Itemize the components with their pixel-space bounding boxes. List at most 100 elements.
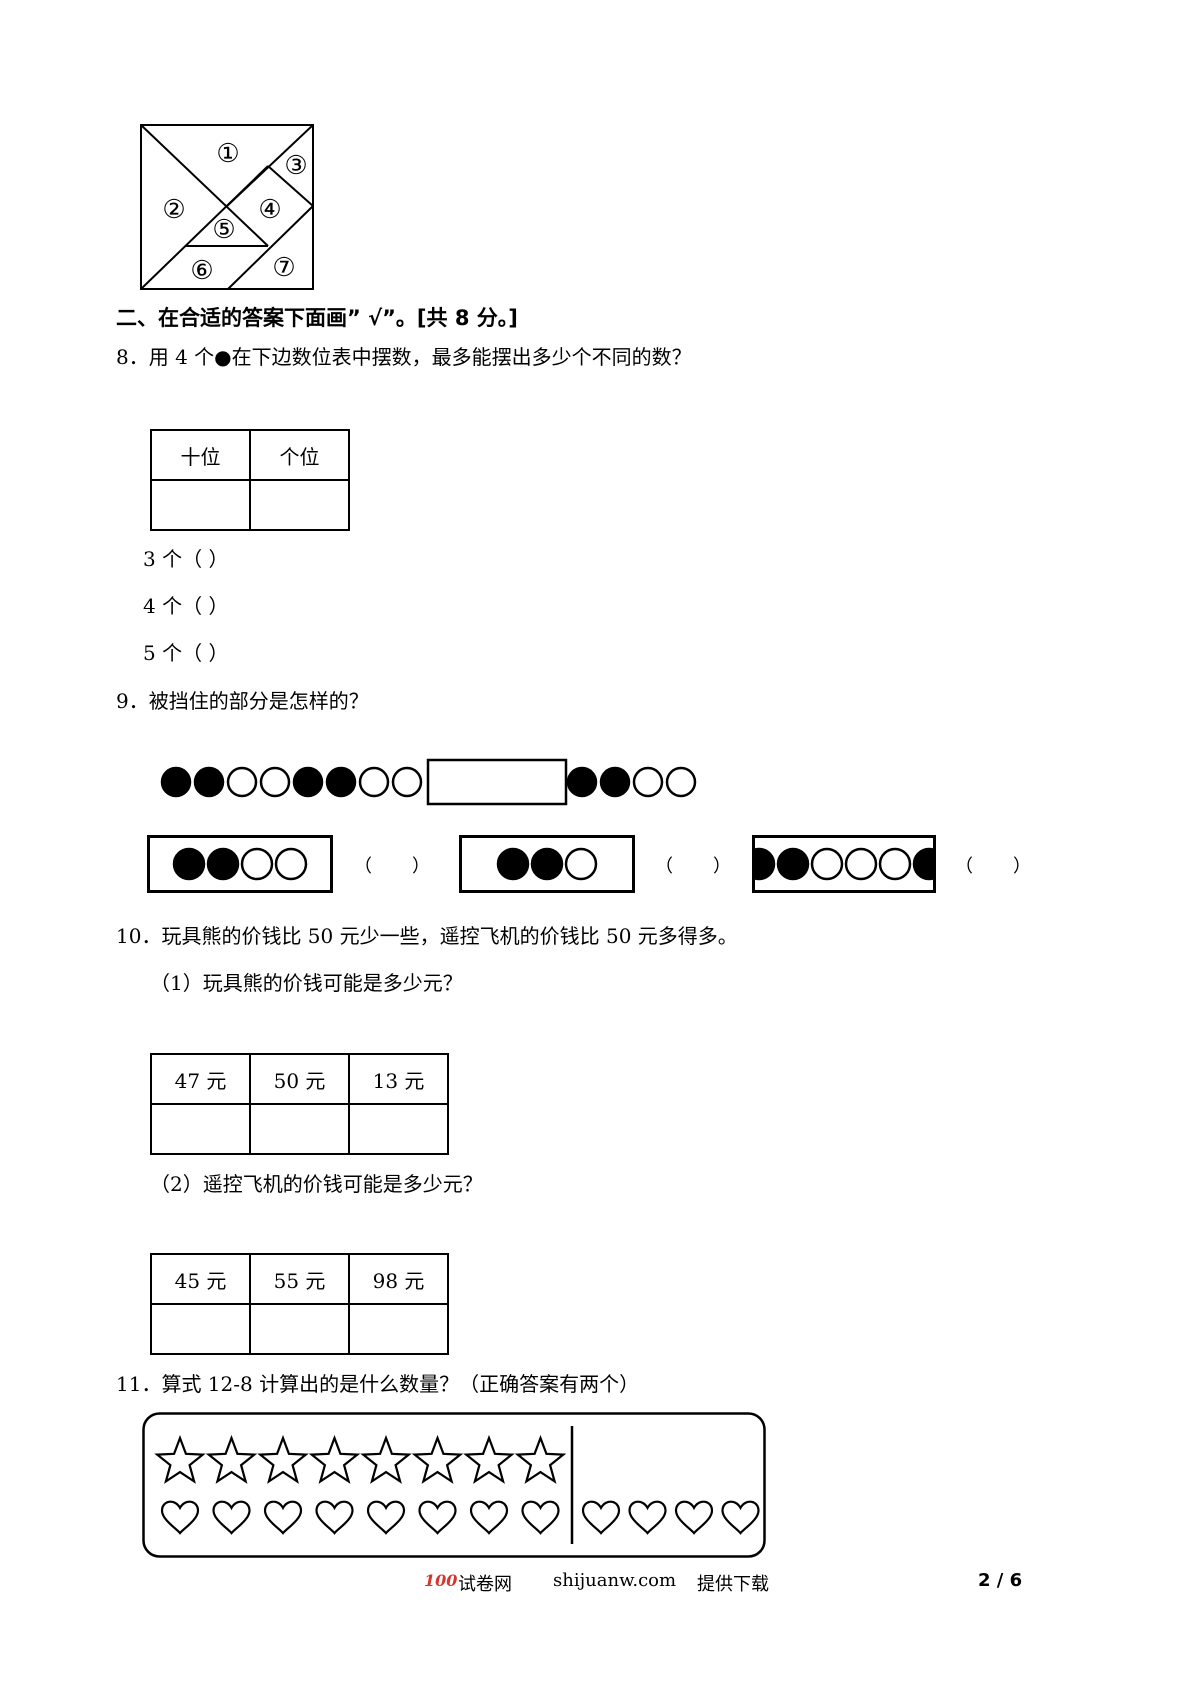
plane-price-1: 45 元	[150, 1253, 251, 1305]
heart-icon	[418, 1500, 457, 1535]
bead-filled	[160, 766, 192, 798]
plane-answer-3[interactable]	[348, 1303, 449, 1355]
bear-price-1: 47 元	[150, 1053, 251, 1105]
plane-price-table: 45 元 55 元 98 元	[150, 1253, 449, 1355]
question-10-sub2: （2）遥控飞机的价钱可能是多少元？	[150, 1172, 483, 1196]
heart-icon	[521, 1500, 560, 1535]
star-icon	[514, 1434, 567, 1484]
q8-option-4[interactable]: 4 个（ ）	[143, 594, 229, 618]
heart-icon	[315, 1500, 354, 1535]
plane-price-3: 98 元	[348, 1253, 449, 1305]
choice-box-3[interactable]	[742, 835, 946, 893]
bear-answer-1[interactable]	[150, 1103, 251, 1155]
question-8-text: 8．用 4 个●在下边数位表中摆数，最多能摆出多少个不同的数？	[116, 345, 692, 369]
q8-option-3[interactable]: 3 个（ ）	[143, 547, 229, 571]
footer-provide: 提供下载	[697, 1574, 769, 1595]
star-icon	[411, 1434, 464, 1484]
bead-filled	[566, 766, 598, 798]
footer-logo: 100	[424, 1571, 458, 1590]
place-header-ones: 个位	[249, 429, 350, 481]
page-number: 2 / 6	[978, 1570, 1023, 1591]
bead-empty	[226, 766, 258, 798]
bead-row	[160, 758, 720, 808]
place-header-tens: 十位	[150, 429, 251, 481]
choice-bead-empty	[240, 847, 274, 881]
tangram-figure: ① ② ③ ④ ⑤ ⑥ ⑦	[140, 124, 314, 290]
plane-answer-2[interactable]	[249, 1303, 350, 1355]
plane-price-2: 55 元	[249, 1253, 350, 1305]
section-title: 二、在合适的答案下面画” √”。[共 8 分。]	[116, 306, 518, 330]
tangram-label-1: ①	[216, 139, 239, 169]
choice-bead-filled	[530, 847, 564, 881]
question-10-text: 10．玩具熊的价钱比 50 元少一些，遥控飞机的价钱比 50 元多得多。	[116, 924, 738, 948]
heart-icon	[721, 1500, 760, 1535]
star-icon	[463, 1434, 515, 1484]
plane-answer-1[interactable]	[150, 1303, 251, 1355]
tangram-svg: ① ② ③ ④ ⑤ ⑥ ⑦	[140, 124, 314, 290]
place-cell-tens[interactable]	[150, 479, 251, 531]
choice-box-2[interactable]	[459, 835, 635, 893]
footer-site-name: 试卷网	[458, 1574, 512, 1595]
choice-3-beads	[742, 847, 946, 881]
star-icon	[205, 1434, 258, 1484]
star-heart-frame	[142, 1412, 766, 1558]
question-10-sub1: （1）玩具熊的价钱可能是多少元？	[150, 971, 463, 995]
choice-bead-filled	[912, 847, 946, 881]
choice-bead-empty	[274, 847, 308, 881]
choice-box-1[interactable]	[147, 835, 333, 893]
question-11-text: 11．算式 12-8 计算出的是什么数量？（正确答案有两个）	[116, 1372, 640, 1396]
heart-icon	[628, 1500, 667, 1535]
tangram-label-7: ⑦	[272, 253, 295, 283]
heart-icon	[366, 1500, 406, 1535]
bear-price-3: 13 元	[348, 1053, 449, 1105]
hidden-section-box	[426, 758, 568, 806]
bead-empty	[665, 766, 697, 798]
bead-filled	[599, 766, 631, 798]
bear-price-2: 50 元	[249, 1053, 350, 1105]
tangram-line-c	[140, 165, 269, 290]
choice-bead-filled	[172, 847, 206, 881]
choice-3-paren[interactable]: （ ）	[955, 856, 1032, 877]
bead-empty	[259, 766, 291, 798]
heart-icon	[263, 1500, 303, 1535]
choice-2-paren[interactable]: （ ）	[655, 856, 732, 877]
bead-empty	[391, 766, 423, 798]
bear-answer-3[interactable]	[348, 1103, 449, 1155]
bead-empty	[632, 766, 664, 798]
tangram-line-e	[227, 205, 314, 290]
choice-bead-empty	[844, 847, 878, 881]
tangram-line-b	[267, 165, 314, 207]
choice-bead-filled	[776, 847, 810, 881]
choice-1-beads	[172, 847, 308, 881]
star-heart-box	[142, 1412, 766, 1558]
star-icon	[154, 1434, 206, 1484]
heart-icon	[469, 1500, 509, 1535]
bead-empty	[358, 766, 390, 798]
bead-row-svg	[160, 758, 697, 806]
place-value-table: 十位 个位	[150, 429, 350, 531]
heart-icon	[212, 1500, 251, 1535]
question-9-text: 9．被挡住的部分是怎样的？	[116, 689, 369, 713]
bead-filled	[325, 766, 357, 798]
star-icon	[257, 1434, 309, 1484]
tangram-label-4: ④	[258, 195, 281, 225]
choice-bead-filled	[742, 847, 776, 881]
tangram-label-2: ②	[162, 195, 185, 225]
choice-1-paren[interactable]: （ ）	[354, 856, 431, 877]
tangram-diagonal	[140, 124, 269, 247]
tangram-label-6: ⑥	[190, 256, 213, 286]
heart-icon	[674, 1500, 714, 1535]
star-icon	[360, 1434, 412, 1484]
choice-bead-filled	[206, 847, 240, 881]
tangram-label-3: ③	[284, 151, 307, 181]
choice-bead-empty	[810, 847, 844, 881]
place-cell-ones[interactable]	[249, 479, 350, 531]
bead-filled	[193, 766, 225, 798]
choice-bead-empty	[564, 847, 598, 881]
footer-url[interactable]: shijuanw.com	[553, 1570, 677, 1591]
bear-answer-2[interactable]	[249, 1103, 350, 1155]
q8-option-5[interactable]: 5 个（ ）	[143, 641, 229, 665]
tangram-label-5: ⑤	[212, 215, 235, 245]
bear-price-table: 47 元 50 元 13 元	[150, 1053, 449, 1155]
choice-2-beads	[496, 847, 598, 881]
